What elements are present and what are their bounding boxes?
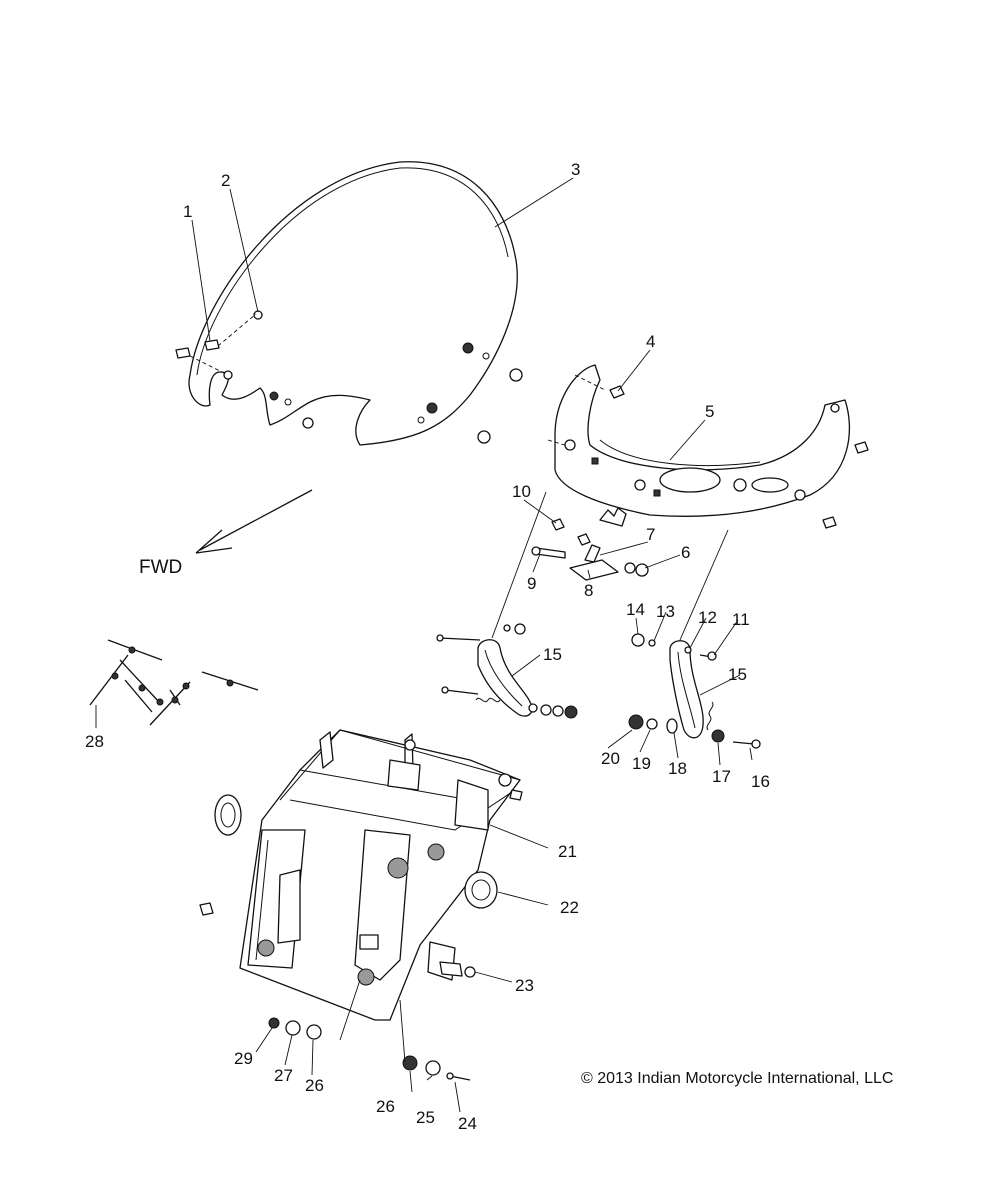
left-link-arm (436, 623, 578, 719)
fwd-label: FWD (139, 557, 182, 578)
pivot-hardware (531, 518, 649, 581)
callout-19: 19 (632, 754, 651, 773)
callout-4: 4 (646, 332, 655, 351)
callout-25: 25 (416, 1108, 435, 1127)
callout-2: 2 (221, 171, 230, 190)
right-link-arm (628, 633, 761, 749)
fairing-frame (199, 729, 523, 1021)
mount-bracket (554, 364, 851, 527)
callout-28: 28 (85, 732, 104, 751)
callout-14: 14 (626, 600, 645, 619)
copyright-text: © 2013 Indian Motorcycle International, … (581, 1070, 893, 1087)
callout-11: 11 (732, 610, 750, 629)
callout-7: 7 (646, 525, 655, 544)
callout-3: 3 (571, 160, 580, 179)
callout-23: 23 (515, 976, 534, 995)
callout-18: 18 (668, 759, 687, 778)
callout-13: 13 (656, 602, 675, 621)
callout-17: 17 (712, 767, 731, 786)
callout-20: 20 (601, 749, 620, 768)
callout-1: 1 (183, 202, 192, 221)
callout-22: 22 (560, 898, 579, 917)
callout-6: 6 (681, 543, 690, 562)
callout-labels: 1 2 3 4 5 6 7 8 9 10 11 12 13 14 15 15 1… (85, 160, 893, 1133)
callout-26-right: 26 (376, 1097, 395, 1116)
callout-27: 27 (274, 1066, 293, 1085)
callout-9: 9 (527, 574, 536, 593)
callout-8: 8 (584, 581, 593, 600)
callout-10: 10 (512, 482, 531, 501)
wire-tie-bundle (89, 639, 259, 726)
callout-24: 24 (458, 1114, 477, 1133)
callout-16: 16 (751, 772, 770, 791)
windshield-screws (175, 310, 263, 380)
callout-29: 29 (234, 1049, 253, 1068)
callout-21: 21 (558, 842, 577, 861)
windshield (188, 161, 518, 446)
leader-lines (95, 177, 753, 1113)
callout-15-right: 15 (728, 665, 747, 684)
callout-12: 12 (698, 608, 717, 627)
callout-15-left: 15 (543, 645, 562, 664)
callout-5: 5 (705, 402, 714, 421)
forward-arrow-icon (195, 489, 313, 554)
callout-26-left: 26 (305, 1076, 324, 1095)
